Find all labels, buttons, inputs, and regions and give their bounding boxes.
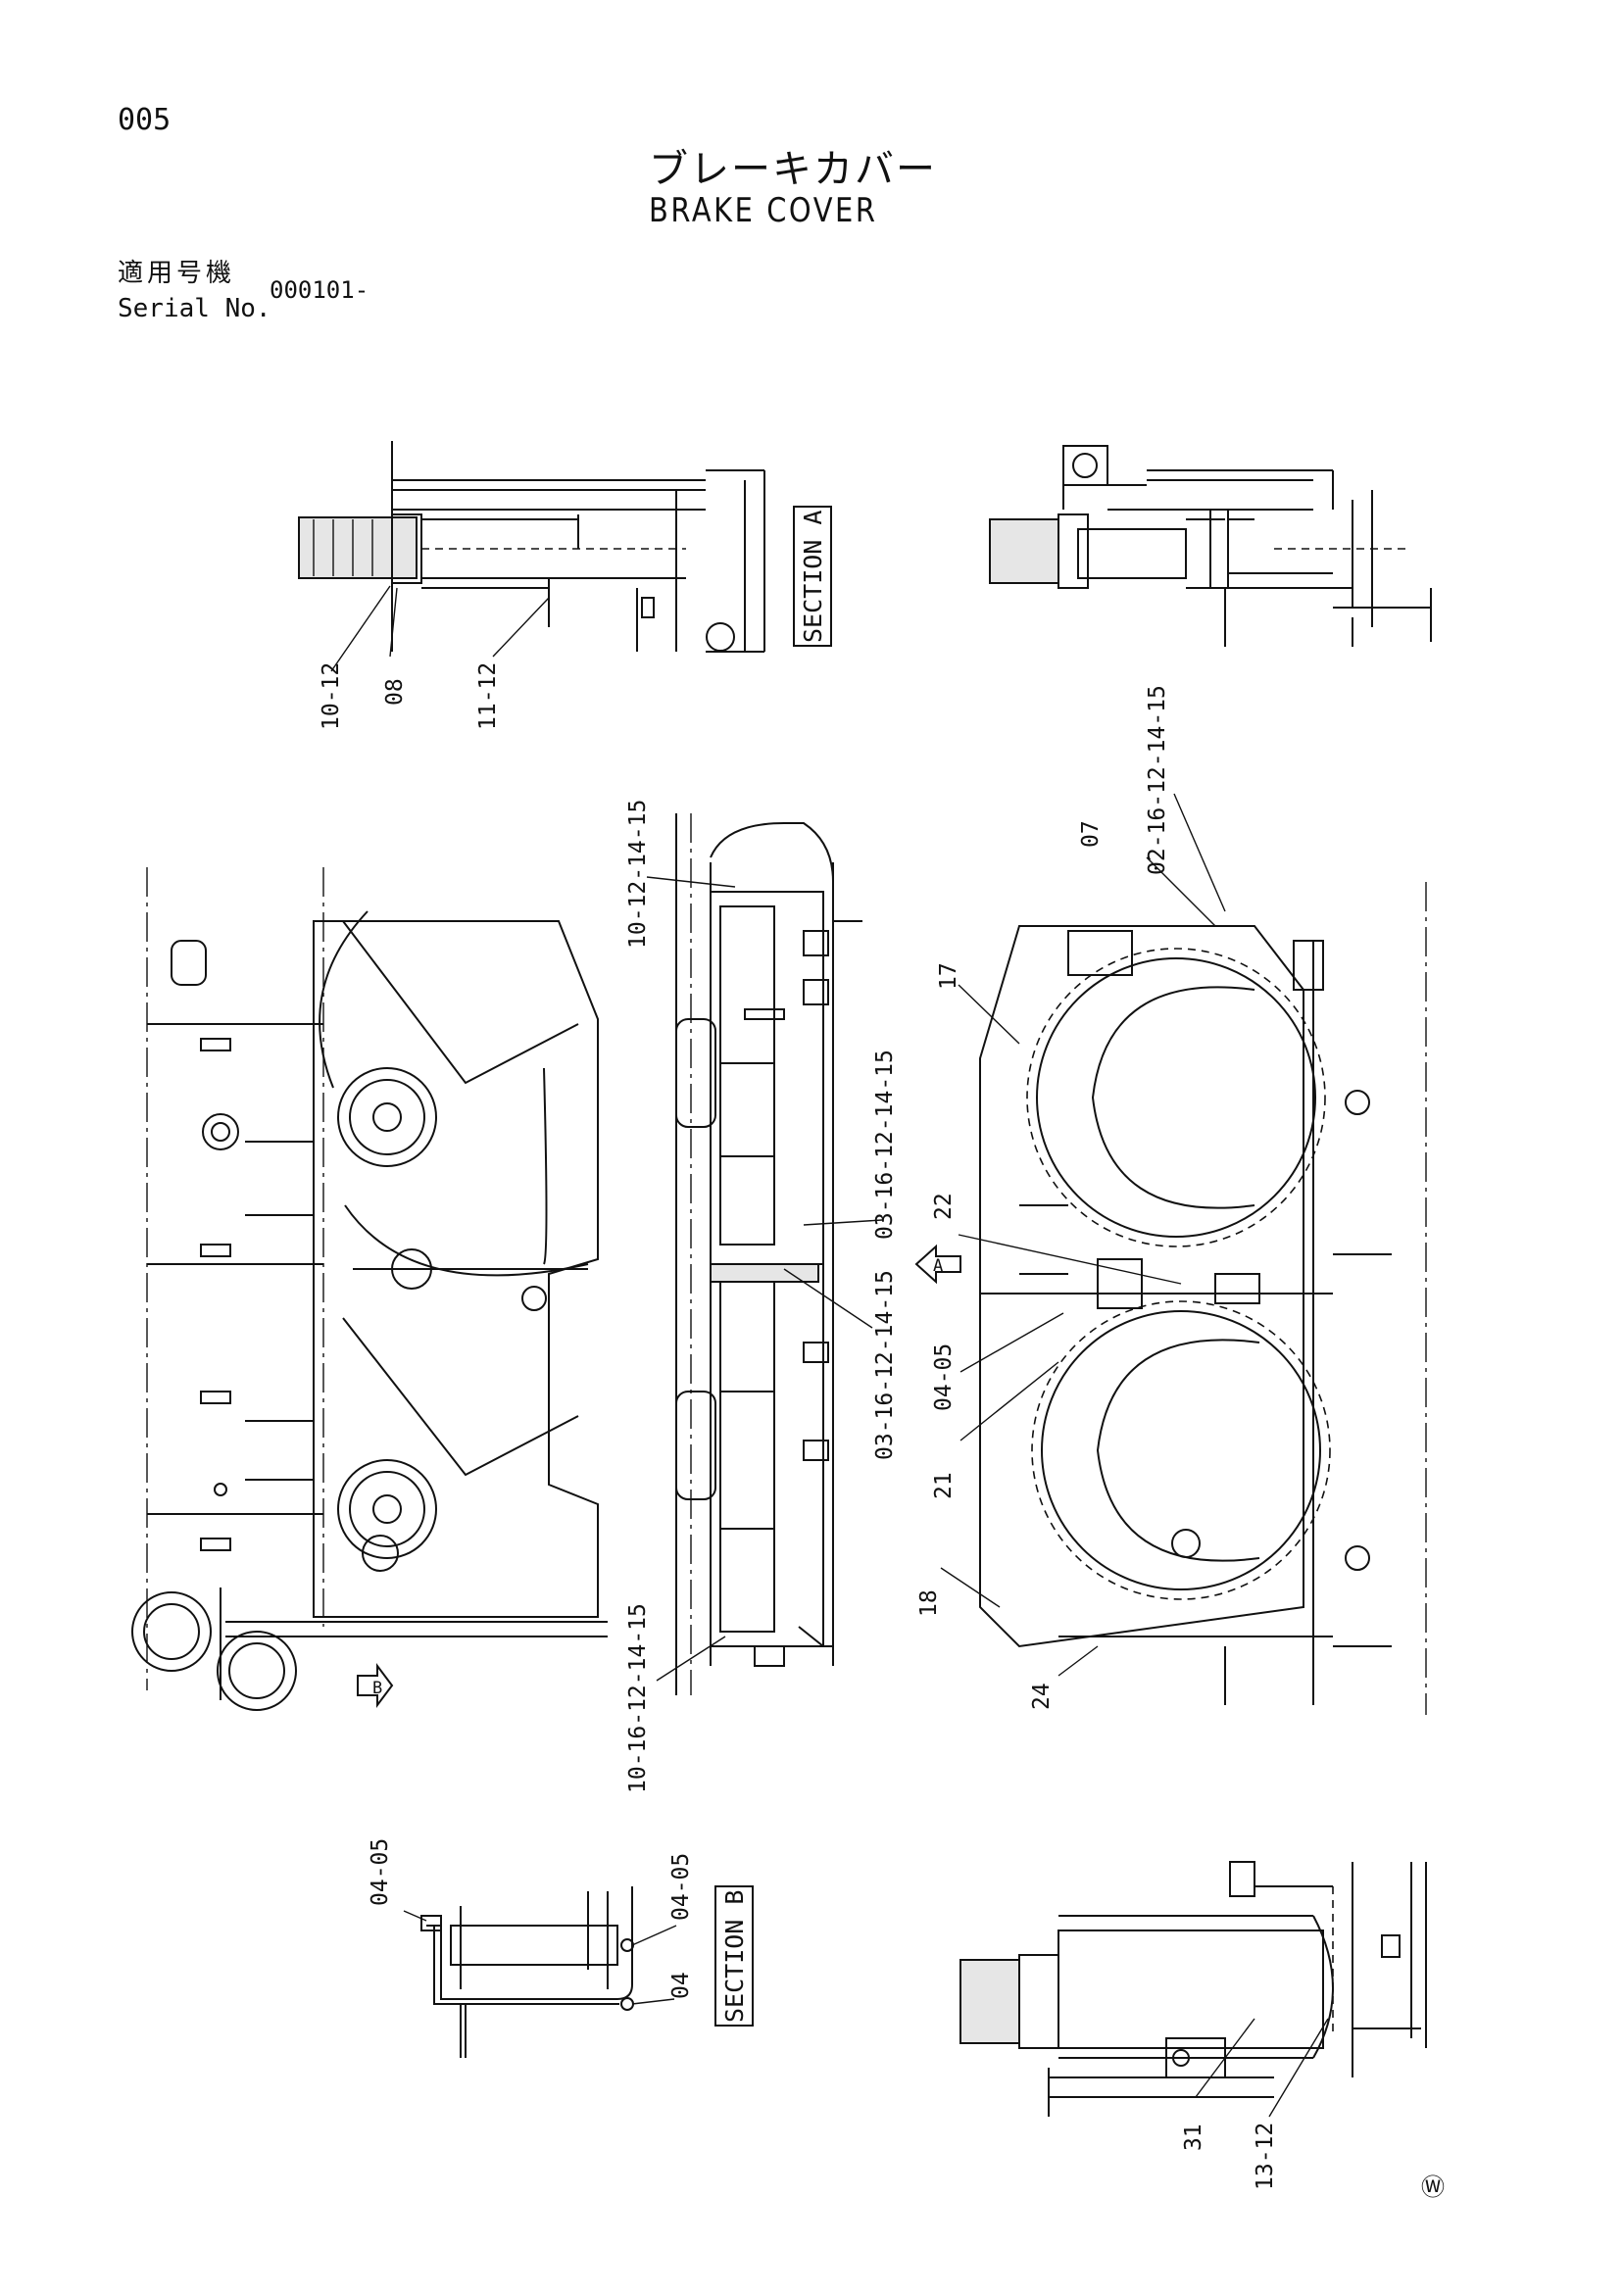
callout-10-16-12-14-15: 10-16-12-14-15 [625, 1603, 651, 1793]
section-a-leaders [330, 585, 550, 672]
callout-03-16-12-14-15-lower: 03-16-12-14-15 [872, 1270, 898, 1460]
bottom-right-leaders [1195, 2018, 1329, 2118]
view-a-arrow [914, 1244, 961, 1285]
callout-07: 07 [1078, 820, 1104, 848]
right-leaders [940, 793, 1226, 1677]
callout-02-16-12-14-15: 02-16-12-14-15 [1145, 685, 1170, 875]
w-mark-icon: Ⓦ [1421, 2174, 1445, 2201]
callout-08: 08 [382, 678, 408, 706]
bottom-right-detail-view [959, 1861, 1427, 2117]
right-plan-view [979, 882, 1427, 1715]
callout-03-16-12-14-15-upper: 03-16-12-14-15 [872, 1050, 898, 1240]
section-b-label: SECTION B [720, 1890, 749, 2023]
center-elevation-view [675, 813, 862, 1695]
view-a-arrow-label: A [933, 1256, 943, 1276]
section-a-view [298, 441, 765, 653]
callout-22: 22 [931, 1193, 957, 1220]
callout-10-12: 10-12 [319, 662, 344, 730]
callout-13-12: 13-12 [1253, 2123, 1278, 2190]
callout-04: 04 [668, 1972, 694, 1999]
callout-24: 24 [1029, 1683, 1055, 1710]
serial-label-japanese: 適用号機 [118, 259, 236, 288]
center-leaders [646, 876, 883, 1682]
callout-17: 17 [936, 962, 961, 990]
left-plan-view [131, 867, 608, 1711]
view-b-arrow [357, 1663, 394, 1708]
title-japanese: ブレーキカバー [649, 147, 937, 192]
section-a-label-box [793, 506, 832, 647]
view-b-arrow-label: B [372, 1679, 382, 1698]
serial-number-value: 000101- [270, 276, 369, 304]
callout-04-05-section-b-right: 04-05 [668, 1853, 694, 1921]
section-b-label-box [714, 1885, 754, 2027]
section-a-label: SECTION A [799, 511, 827, 643]
section-b-view [420, 1886, 634, 2058]
callout-04-05-middle: 04-05 [931, 1343, 957, 1411]
section-b-leaders [403, 1910, 677, 2005]
page-number: 005 [118, 103, 172, 137]
serial-label-english: Serial No. [118, 294, 271, 323]
callout-18: 18 [916, 1589, 942, 1617]
callout-04-05-section-b-left: 04-05 [368, 1838, 393, 1906]
callout-31: 31 [1181, 2124, 1206, 2151]
callout-10-12-14-15: 10-12-14-15 [625, 800, 651, 949]
title-english: BRAKE COVER [649, 191, 878, 230]
top-right-detail-view [989, 445, 1432, 647]
callout-11-12: 11-12 [475, 662, 501, 730]
callout-21: 21 [931, 1472, 957, 1499]
